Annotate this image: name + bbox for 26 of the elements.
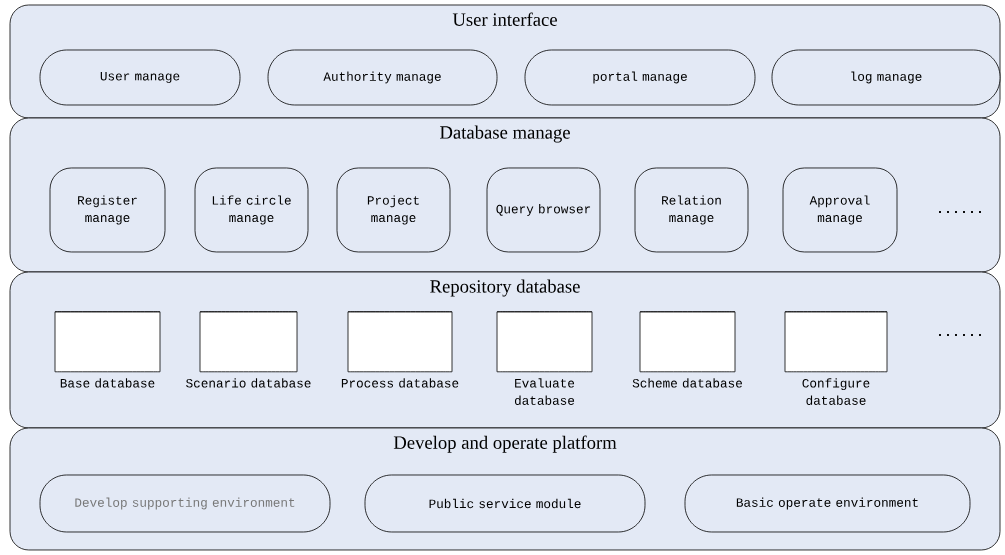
node-label: log manage — [851, 71, 922, 84]
module-box: Authority manage — [267, 49, 498, 106]
module-box: Query browser — [486, 167, 601, 253]
layer-title: Repository database — [430, 279, 580, 297]
layer-title: Database manage — [440, 125, 570, 143]
module-box: Approval manage — [782, 167, 898, 253]
database-caption: Scheme database — [632, 378, 742, 388]
module-box: Project manage — [336, 167, 451, 253]
database-caption: Scenario database — [186, 378, 311, 388]
module-box: Develop supporting environment — [39, 474, 331, 533]
module-box: User manage — [39, 49, 241, 106]
module-box: Life circle manage — [194, 167, 309, 253]
module-box: Public service module — [364, 474, 646, 533]
database-caption: Configure database — [802, 378, 870, 405]
ellipsis: ...... — [939, 211, 981, 213]
database-caption: Process database — [341, 378, 459, 388]
layer-title: Develop and operate platform — [393, 435, 617, 453]
module-box: portal manage — [524, 49, 756, 106]
module-box: log manage — [771, 49, 1001, 106]
database-caption: Base database — [60, 378, 155, 388]
database-caption: Evaluate database — [514, 378, 575, 405]
layer-title: User interface — [452, 12, 557, 26]
module-box: Relation manage — [634, 167, 749, 253]
module-box: Register manage — [49, 167, 166, 253]
ellipsis: ...... — [939, 334, 981, 336]
module-box: Basic operate environment — [684, 474, 971, 533]
